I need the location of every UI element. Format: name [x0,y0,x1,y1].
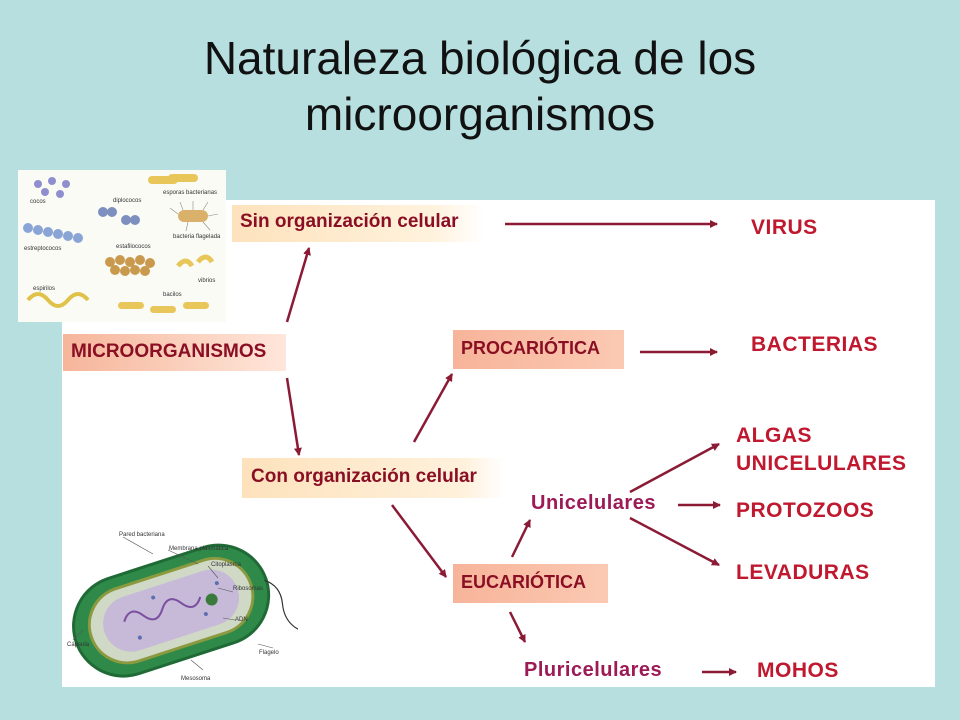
label-algas: ALGAS [736,424,812,447]
arrow-uni-to-levaduras [629,516,720,567]
label-cocos: cocos [30,199,46,205]
label-bacilos: bacilos [163,292,182,298]
box-eucariotica: EUCARIÓTICA [453,564,608,603]
arrow-con-to-pro [412,373,454,443]
label-adn: ADN [235,617,248,623]
label-mohos: MOHOS [757,659,839,682]
label-vibrios: vibrios [198,278,215,284]
title-line-2: microorganismos [304,88,656,140]
label-estafilococos: estafilococos [116,244,151,250]
label-pluricelulares: Pluricelulares [524,659,663,681]
label-mesosoma: Mesosoma [181,676,211,682]
box-sin-organizacion: Sin organización celular [232,205,484,242]
label-capsula: Cápsula [67,642,90,648]
label-bacterias: BACTERIAS [751,333,879,356]
label-protozoos: PROTOZOOS [736,499,875,522]
label-flagelada: bacteria flagelada [173,234,221,240]
label-estreptococos: estreptococos [24,246,61,252]
label-citoplasma: Citoplasma [211,562,242,568]
arrow-euc-to-pluri [508,611,527,643]
label-pared: Pared bacteriana [119,532,165,538]
arrow-micro-to-sin [285,247,311,323]
bacteria-types-illustration: cocos diplococos esporas bacterianas est… [23,174,221,313]
label-virus: VIRUS [751,216,818,239]
label-ribosomas: Ribosomas [233,586,263,592]
arrow-micro-to-con [285,377,302,456]
box-microorganismos: MICROORGANISMOS [63,334,286,371]
title-line-1: Naturaleza biológica de los [203,32,757,84]
box-procariotica: PROCARIÓTICA [453,330,624,369]
arrow-uni-to-algas [629,442,720,494]
bacterial-cell-illustration: Pared bacteriana Membrana plasmática Cit… [67,532,298,682]
label-levaduras: LEVADURAS [736,561,870,584]
bacterial-cell-image: Pared bacteriana Membrana plasmática Cit… [63,520,298,687]
label-diplococos: diplococos [113,198,141,204]
label-flagelo: Flagelo [259,650,279,656]
arrow-con-to-euc [391,504,447,578]
label-espirilos: espirilos [33,286,55,292]
label-unicelulares-algas: UNICELULARES [736,452,907,475]
label-unicelulares: Unicelulares [531,492,656,514]
label-esporas: esporas bacterianas [163,190,217,196]
bacteria-types-image: cocos diplococos esporas bacterianas est… [18,170,226,322]
page-title: Naturaleza biológica de los microorganis… [0,30,960,142]
arrow-euc-to-uni [510,519,532,558]
label-membrana: Membrana plasmática [169,546,229,552]
box-con-organizacion: Con organización celular [242,458,504,498]
